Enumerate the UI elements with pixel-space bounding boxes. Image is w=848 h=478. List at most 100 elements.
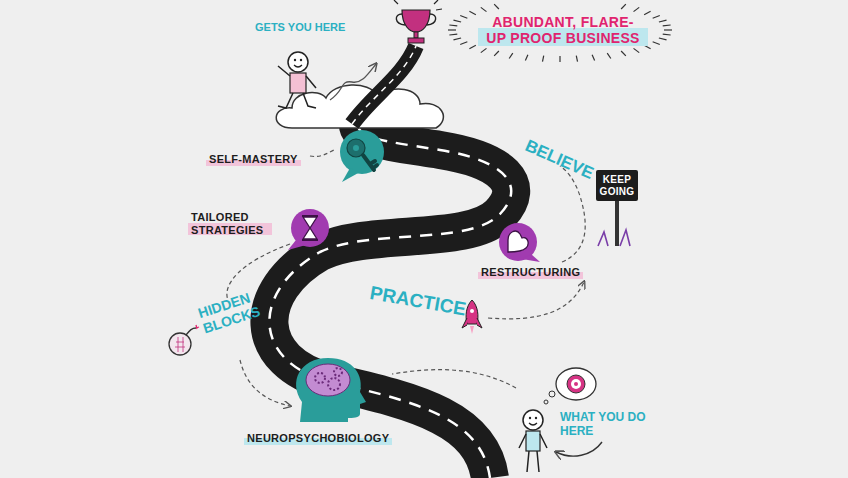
- sunburst-stroke: [460, 15, 467, 18]
- thought-bubble: [567, 375, 585, 393]
- muscle-icon: [508, 231, 528, 252]
- leader-arrow: [330, 64, 376, 100]
- sunburst-stroke: [634, 7, 640, 11]
- stick-figure: [529, 417, 531, 419]
- trophy: [408, 38, 424, 43]
- goal-banner: ABUNDANT, FLARE-UP PROOF BUSINESS: [478, 12, 648, 48]
- node-text: ABUNDANT, FLARE-UP PROOF BUSINESS: [484, 14, 642, 46]
- trophy: [402, 10, 430, 32]
- trophy: [394, 0, 442, 43]
- sunburst-stroke: [607, 53, 611, 58]
- muscle-icon: [522, 254, 540, 262]
- rocket-icon: [470, 326, 474, 334]
- road-top: [352, 46, 416, 124]
- sunburst-stroke: [621, 4, 626, 9]
- bomb-icon: [169, 333, 191, 355]
- sunburst-stroke: [509, 53, 513, 58]
- thought-bubble: [549, 391, 555, 397]
- stage-label: NEUROPSYCHOBIOLOGY: [244, 431, 392, 446]
- sunburst-stroke: [663, 33, 671, 35]
- sunburst-stroke: [494, 4, 499, 9]
- stick-figure: [529, 423, 537, 425]
- sunburst-stroke: [448, 29, 456, 30]
- stick-figure: [519, 434, 547, 472]
- stick-figure: [523, 410, 543, 430]
- brain-head-icon: [334, 368, 342, 376]
- thought-bubble: [571, 379, 581, 389]
- sunburst-stroke: [559, 56, 560, 62]
- sunburst-stroke: [542, 56, 543, 62]
- sunburst-stroke: [659, 38, 667, 40]
- stage-label: TAILORED STRATEGIES: [188, 210, 272, 237]
- stick-figure: [526, 431, 540, 451]
- brain-head-icon: [296, 358, 366, 422]
- sunburst-stroke: [460, 42, 467, 45]
- sunburst-stroke: [664, 29, 672, 30]
- node-text: TAILORED STRATEGIES: [191, 211, 269, 236]
- stick-figure: [294, 59, 296, 61]
- bomb-icon: [175, 337, 185, 352]
- brain-head-icon: [315, 373, 325, 383]
- muscle-icon: [499, 223, 540, 262]
- stage-label: SELF-MASTERY: [206, 152, 301, 167]
- sunburst-stroke: [469, 45, 475, 49]
- brain-head-icon: [328, 378, 340, 390]
- trophy: [394, 0, 442, 10]
- stick-figure: [290, 73, 306, 93]
- sunburst-stroke: [494, 51, 499, 56]
- stick-figure: [535, 417, 537, 419]
- road-dashes: [269, 116, 511, 478]
- annotation-label: BELIEVE: [522, 136, 596, 183]
- stick-figure: [300, 59, 302, 61]
- rocket-icon: [466, 300, 478, 324]
- node-text: NEUROPSYCHOBIOLOGY: [247, 432, 389, 445]
- sunburst-stroke: [481, 48, 487, 52]
- sunburst-stroke: [663, 24, 671, 26]
- road: [269, 116, 511, 478]
- stick-figure: [294, 65, 302, 67]
- sunburst-stroke: [469, 11, 475, 15]
- sunburst-stroke: [449, 33, 457, 35]
- bomb-icon: [186, 328, 196, 335]
- road-top-dashes: [352, 46, 416, 124]
- sunburst-stroke: [592, 55, 594, 61]
- brain-head-icon: [306, 364, 350, 396]
- key-icon: [342, 168, 360, 182]
- thought-bubble: [544, 400, 548, 404]
- sunburst: [448, 4, 672, 62]
- node-text: RESTRUCTURING: [481, 266, 580, 279]
- leader-line: [310, 150, 334, 157]
- stick-figure: [519, 410, 547, 472]
- hourglass-icon: [302, 216, 318, 240]
- key-icon: [340, 130, 384, 182]
- trophy: [396, 14, 435, 25]
- hourglass-icon: [288, 209, 329, 250]
- key-icon: [353, 145, 359, 151]
- sunburst-stroke: [634, 48, 640, 52]
- stick-figure: [278, 52, 316, 108]
- hourglass-icon: [288, 240, 306, 250]
- stage-label: RESTRUCTURING: [478, 265, 583, 280]
- key-icon: [363, 155, 377, 170]
- road-body: [269, 116, 511, 478]
- thought-bubble: [574, 382, 578, 386]
- sunburst-stroke: [449, 24, 457, 26]
- node-text: KEEP GOING: [599, 174, 635, 197]
- annotation-label: WHAT YOU DO HERE: [560, 411, 660, 439]
- annotation-label: HIDDEN BLOCKS: [196, 288, 261, 337]
- hourglass-icon: [303, 217, 317, 239]
- trophy: [414, 32, 418, 38]
- rocket-icon: [470, 309, 474, 313]
- signpost: [598, 201, 630, 246]
- node-text: SELF-MASTERY: [209, 153, 298, 166]
- bomb-icon: [169, 325, 199, 355]
- signpost: [615, 201, 619, 246]
- key-icon: [340, 130, 384, 174]
- brain-head-icon: [296, 358, 366, 422]
- sunburst-stroke: [453, 38, 461, 40]
- leader-line: [240, 360, 290, 406]
- sunburst-stroke: [481, 7, 487, 11]
- sunburst-stroke: [621, 51, 626, 56]
